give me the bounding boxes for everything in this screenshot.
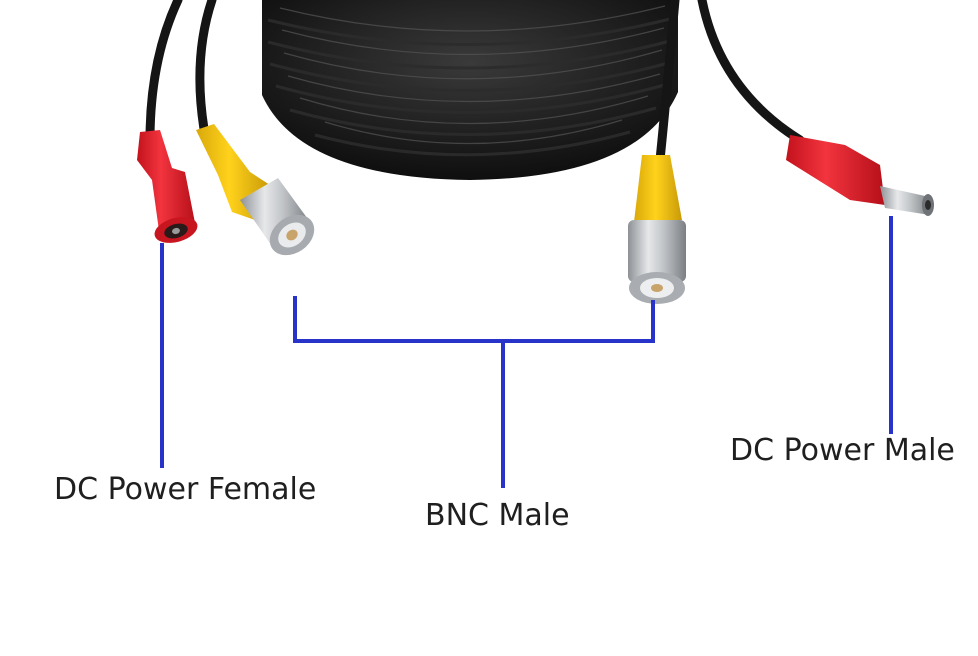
cable-leads [145,0,805,165]
coaxial-cable-coil-icon [262,0,678,180]
label-bnc-male: BNC Male [425,498,570,533]
label-dc-power-female: DC Power Female [54,472,317,507]
bnc-male-connector-right-icon [628,155,686,304]
dc-female-connector-icon [137,130,198,243]
dc-male-connector-icon [786,135,934,216]
leader-bracket-bnc [293,296,655,343]
bnc-male-connector-left-icon [196,124,315,256]
label-dc-power-male: DC Power Male [730,433,955,468]
leader-lines [160,216,893,488]
